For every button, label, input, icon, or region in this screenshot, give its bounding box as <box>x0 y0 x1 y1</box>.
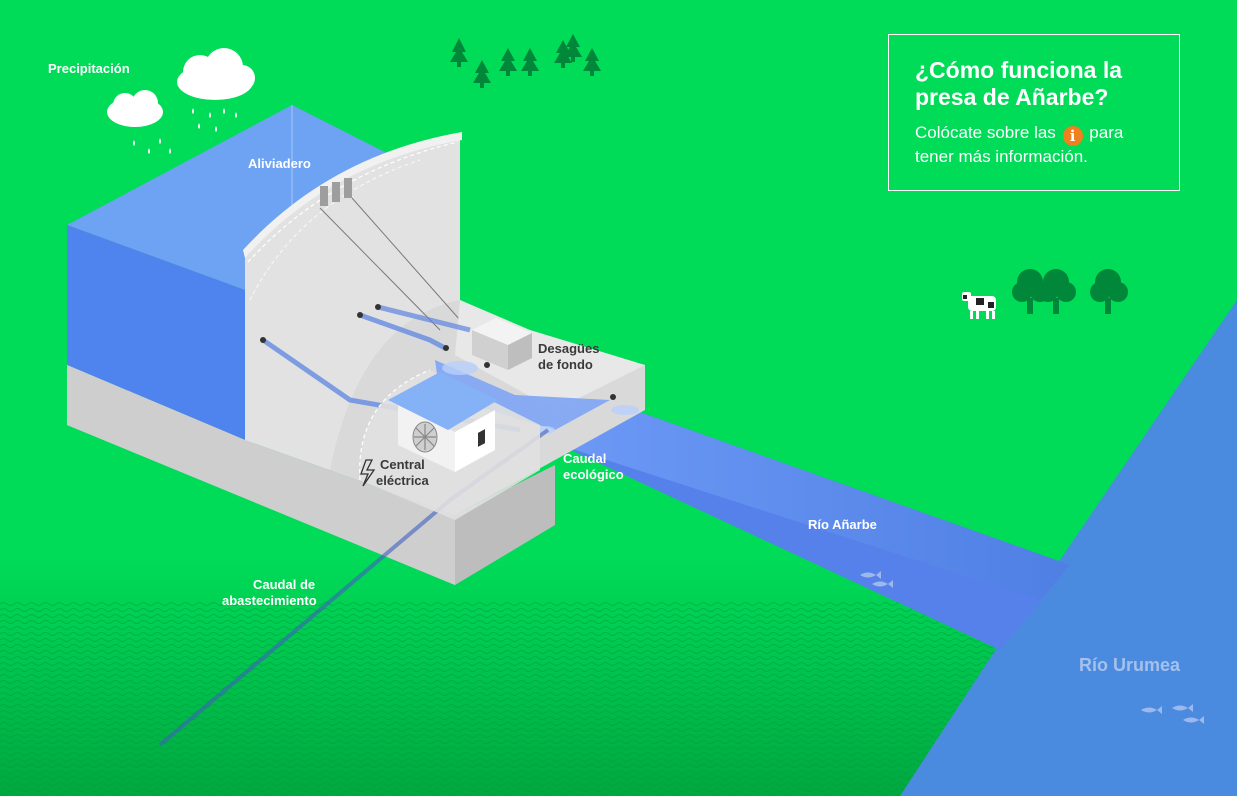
desagues-building-top <box>472 318 532 345</box>
label-caudal-abas-line1: Caudal de <box>253 577 316 592</box>
pipe-end <box>375 304 381 310</box>
pipe-end <box>357 312 363 318</box>
cow-icon <box>962 292 996 319</box>
label-caudal-eco-line1: Caudal <box>563 451 607 466</box>
powerhouse-side <box>455 410 495 472</box>
label-precipitacion[interactable]: Precipitación <box>48 61 130 76</box>
desagues-building-front <box>472 330 508 370</box>
spillway-gate <box>344 178 352 198</box>
pipe-end <box>610 394 616 400</box>
label-aliviadero[interactable]: Aliviadero <box>248 156 311 171</box>
label-rio-anarbe[interactable]: Río Añarbe <box>808 517 877 532</box>
powerhouse-roof <box>388 372 498 430</box>
dam-wall-face <box>245 135 460 470</box>
turbine-icon <box>412 421 438 453</box>
reservoir-front <box>67 225 245 440</box>
fish-icon <box>860 571 893 588</box>
powerhouse-dome-outline <box>359 369 431 481</box>
reservoir-top <box>67 105 440 290</box>
dam-curve-line <box>247 141 459 263</box>
label-caudal-abastecimiento[interactable]: Caudal de abastecimiento <box>222 577 317 609</box>
label-caudal-abas-line2: abastecimiento <box>222 593 317 608</box>
rio-anarbe-surface <box>560 405 1070 600</box>
label-caudal-ecologico[interactable]: Caudal ecológico <box>563 451 624 483</box>
desagues-building-side <box>508 333 532 370</box>
info-icon: i <box>1062 126 1083 146</box>
spillway-gate <box>320 186 328 206</box>
label-desagues-line1: Desagües <box>538 341 600 356</box>
info-body: Colócate sobre las i para tener más info… <box>915 122 1153 168</box>
cloud-rain-icon <box>177 48 255 132</box>
label-caudal-eco-line2: ecológico <box>563 467 624 482</box>
pipe <box>377 304 471 333</box>
lightning-icon <box>360 459 376 487</box>
spillway-gate <box>332 182 340 202</box>
info-box: ¿Cómo funciona la presa de Añarbe? Colóc… <box>888 34 1180 191</box>
water-splash <box>611 405 639 415</box>
label-central-electrica[interactable]: Central eléctrica <box>376 457 429 489</box>
label-central-line1: Central <box>380 457 425 472</box>
ground-block-right <box>455 465 555 585</box>
pipe <box>359 312 447 351</box>
label-rio-urumea[interactable]: Río Urumea <box>1079 655 1181 675</box>
outflow-channel <box>435 360 610 430</box>
pipe-end <box>443 345 449 351</box>
info-body-after: para tener más información. <box>915 123 1124 166</box>
spillway-line <box>351 197 461 321</box>
info-title: ¿Cómo funciona la presa de Añarbe? <box>915 57 1122 110</box>
water-splash <box>442 361 478 375</box>
pine-tree-icon <box>450 34 601 88</box>
pipe-end <box>484 362 490 368</box>
ground-block-front2 <box>67 365 455 585</box>
tree-icon <box>1012 269 1128 314</box>
label-central-line2: eléctrica <box>376 473 429 488</box>
pipe-end <box>260 337 266 343</box>
label-desagues-line2: de fondo <box>538 357 593 372</box>
spillway-line <box>319 207 441 331</box>
fish-icon <box>1141 704 1204 724</box>
powerhouse-door <box>478 429 485 447</box>
rio-urumea-water <box>900 300 1237 796</box>
cloud-rain-icon <box>107 90 171 154</box>
info-body-before: Colócate sobre las <box>915 123 1056 142</box>
label-desagues[interactable]: Desagües de fondo <box>538 341 599 373</box>
